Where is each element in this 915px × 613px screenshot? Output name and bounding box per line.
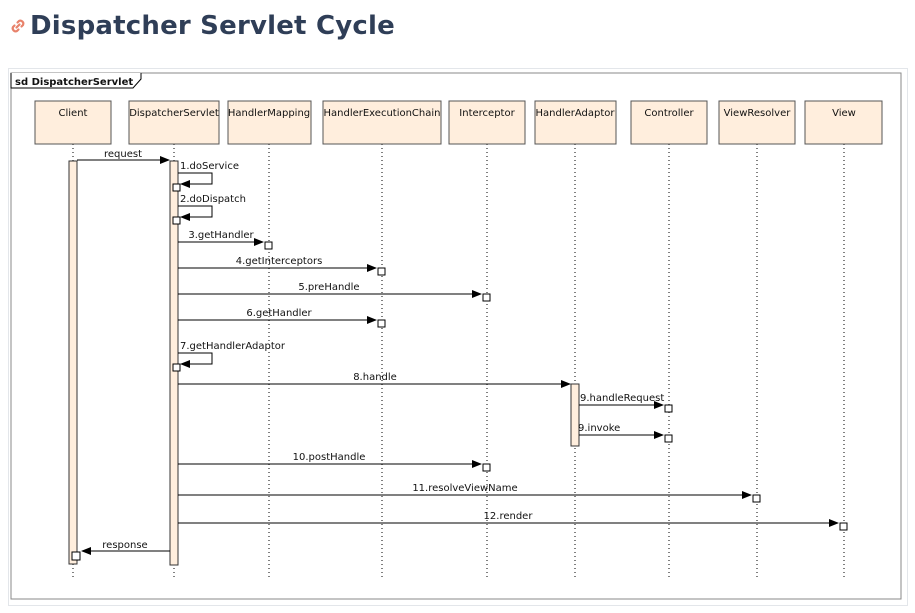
message-label: 12.render: [484, 511, 534, 522]
lifeline-controller: Controller: [630, 100, 708, 579]
message-label: 1.doService: [180, 161, 239, 172]
lifeline-label: HandlerExecutionChain: [323, 108, 440, 119]
message-label: 2.doDispatch: [180, 194, 246, 205]
sequence-diagram-canvas: sd DispatcherServlet Client DispatcherSe…: [10, 72, 902, 600]
lifeline-label: Client: [59, 108, 88, 119]
message-label: 9.handleRequest: [580, 393, 664, 404]
activation-box: [172, 183, 181, 192]
page-title: Dispatcher Servlet Cycle: [30, 11, 395, 41]
lifeline-view: View: [804, 100, 883, 579]
message-label: 3.getHandler: [188, 230, 254, 241]
activation-box: [752, 494, 761, 503]
activation-bar-client: [68, 160, 78, 565]
message-get-handler-adaptor: 7.getHandlerAdaptor: [172, 341, 286, 372]
diagram-frame: [10, 72, 902, 600]
message-label: 10.postHandle: [293, 452, 366, 463]
message-request: request: [77, 149, 170, 164]
message-label: 9.invoke: [578, 423, 620, 434]
message-label: 4.getInterceptors: [236, 256, 323, 267]
frame-tab: [10, 73, 142, 89]
frame-label: sd DispatcherServlet: [15, 77, 133, 88]
message-label: 11.resolveViewName: [412, 483, 517, 494]
lifeline-label: View: [832, 108, 856, 119]
lifeline-label: DispatcherServlet: [129, 108, 219, 119]
activation-box: [172, 216, 181, 225]
message-render: 12.render: [178, 511, 848, 531]
message-label: 5.preHandle: [298, 282, 359, 293]
message-resolve-view-name: 11.resolveViewName: [178, 483, 761, 503]
message-invoke: 9.invoke: [578, 423, 673, 443]
activation-box: [482, 463, 491, 472]
lifeline-handler-execution-chain: HandlerExecutionChain: [322, 100, 442, 579]
lifeline-interceptor: Interceptor: [448, 100, 526, 579]
sequence-diagram: sd DispatcherServlet Client DispatcherSe…: [8, 68, 908, 606]
lifeline-label: HandlerMapping: [228, 108, 310, 119]
activation-box: [377, 319, 386, 328]
activation-box: [664, 434, 673, 443]
message-pre-handle: 5.preHandle: [178, 282, 491, 302]
lifeline-label: Interceptor: [459, 108, 515, 119]
activation-bar-dispatcher-servlet: [169, 160, 179, 566]
link-icon[interactable]: [8, 16, 28, 36]
message-handle: 8.handle: [178, 372, 571, 388]
message-label: request: [104, 149, 142, 160]
activation-box: [839, 522, 848, 531]
lifeline-view-resolver: ViewResolver: [718, 100, 796, 579]
message-response: response: [71, 540, 170, 561]
message-label: 7.getHandlerAdaptor: [180, 341, 286, 352]
lifeline-handler-adaptor: HandlerAdaptor: [534, 100, 617, 579]
activation-box: [264, 241, 273, 250]
lifeline-handler-mapping: HandlerMapping: [227, 100, 312, 579]
message-label: 6.getHandler: [246, 308, 312, 319]
lifeline-label: ViewResolver: [724, 108, 792, 119]
lifeline-client: Client: [34, 100, 112, 579]
message-get-interceptors: 4.getInterceptors: [178, 256, 386, 276]
activation-bar-handler-adaptor: [570, 383, 580, 447]
message-do-dispatch: 2.doDispatch: [172, 194, 246, 225]
activation-box: [377, 267, 386, 276]
message-get-handler: 3.getHandler: [178, 230, 273, 250]
message-post-handle: 10.postHandle: [178, 452, 491, 472]
message-handle-request: 9.handleRequest: [579, 393, 673, 413]
activation-box: [664, 404, 673, 413]
message-get-handler-chain: 6.getHandler: [178, 308, 386, 328]
lifeline-label: Controller: [644, 108, 694, 119]
message-do-service: 1.doService: [172, 161, 239, 192]
activation-box: [71, 551, 81, 561]
title-bar: Dispatcher Servlet Cycle: [8, 8, 395, 44]
message-label: response: [102, 540, 147, 551]
activation-box: [172, 363, 181, 372]
activation-box: [482, 293, 491, 302]
message-label: 8.handle: [353, 372, 397, 383]
lifeline-label: HandlerAdaptor: [535, 108, 615, 119]
